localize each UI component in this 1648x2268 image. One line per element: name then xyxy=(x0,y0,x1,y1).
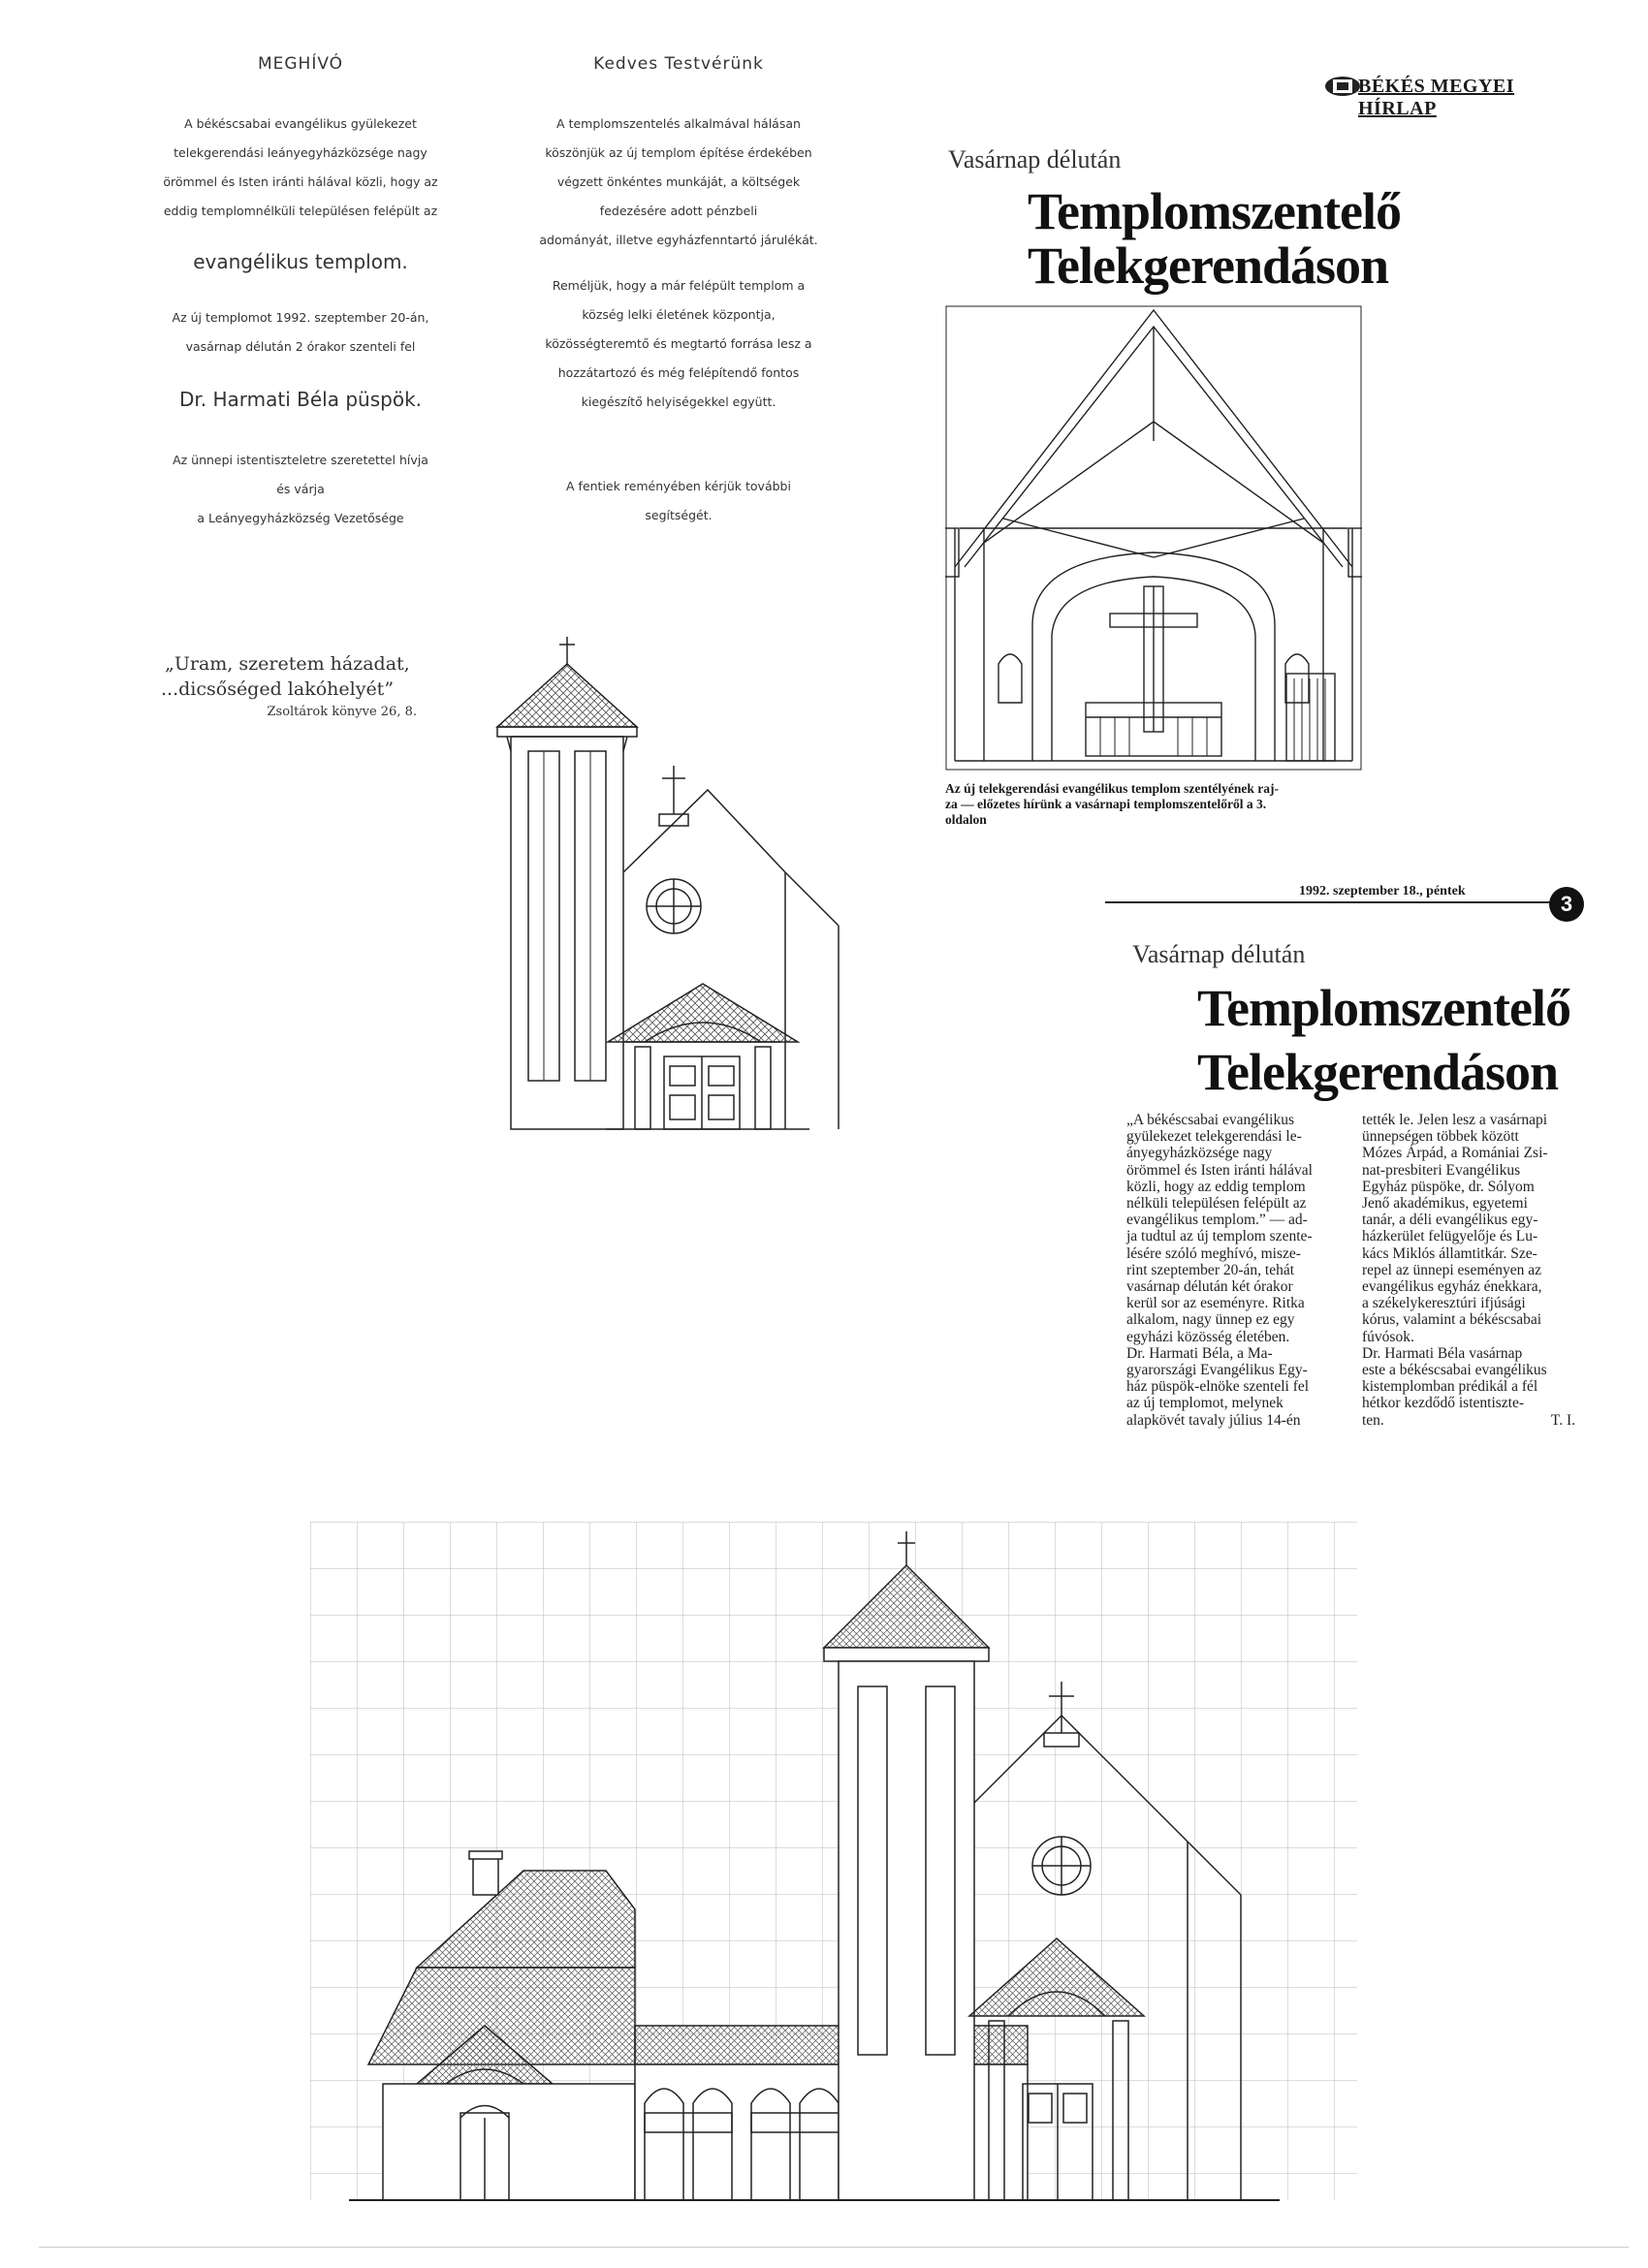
column-line: gyülekezet telekgerendási le- xyxy=(1126,1128,1302,1146)
column-line: evangélikus templom.” — ad- xyxy=(1126,1212,1308,1229)
invitation-title: MEGHÍVÓ xyxy=(257,54,344,74)
article-signature: T. I. xyxy=(1550,1411,1575,1429)
column-line: este a békéscsabai evangélikus xyxy=(1362,1362,1547,1379)
column-line: Dr. Harmati Béla, a Ma- xyxy=(1126,1344,1273,1362)
column-line: Egyház püspöke, dr. Sólyom xyxy=(1362,1178,1535,1195)
letter-line: adományát, illetve egyházfenntartó járul… xyxy=(539,233,818,247)
column-line: nat-presbiteri Evangélikus xyxy=(1362,1161,1521,1179)
column-line: egyházi közösség életében. xyxy=(1126,1328,1290,1345)
column-line: ja tudtul az új templom szente- xyxy=(1126,1228,1313,1245)
column-line: kórus, valamint a békéscsabai xyxy=(1362,1311,1542,1329)
caption-line: Az új telekgerendási evangélikus templom… xyxy=(945,781,1279,796)
letter-line: A templomszentelés alkalmával hálásan xyxy=(556,116,801,131)
letter-line: köszönjük az új templom építése érdekébe… xyxy=(545,145,812,160)
column-line: örömmel és Isten iránti hálával xyxy=(1126,1161,1313,1179)
masthead-title: BÉKÉS MEGYEI HÍRLAP xyxy=(1358,76,1515,119)
letter-line: hozzátartozó és még felépítendő fontos xyxy=(557,365,800,380)
letter-line: kiegészítő helyiségekkel együtt. xyxy=(581,394,776,409)
letter-line: közösségteremtő és megtartó forrása lesz… xyxy=(545,336,812,351)
column-line: kistemplomban prédikál a fél xyxy=(1362,1378,1538,1396)
invitation-church: evangélikus templom. xyxy=(193,250,408,273)
column-line: evangélikus egyház énekkara, xyxy=(1362,1278,1542,1296)
column-line: ház püspök-elnöke szenteli fel xyxy=(1126,1378,1310,1396)
quote-line: ...dicsőséged lakóhelyét” xyxy=(161,678,395,700)
letter-line: község lelki életének központja, xyxy=(582,307,776,322)
letter-paragraph-1: A templomszentelés alkalmával hálásan kö… xyxy=(504,110,853,255)
column-line: közli, hogy az eddig templom xyxy=(1126,1178,1306,1195)
news1-headline-1: Templomszentelő xyxy=(1028,182,1402,240)
invitation-line: telekgerendási leányegyházközsége nagy xyxy=(174,145,428,160)
letter-line: Reméljük, hogy a már felépült templom a xyxy=(552,278,806,293)
news1-caption: Az új telekgerendási evangélikus templom… xyxy=(945,781,1401,828)
news1-subtitle: Vasárnap délután xyxy=(948,145,1122,173)
letter-line: A fentiek reményében kérjük további xyxy=(566,479,791,493)
letter-line: segítségét. xyxy=(645,508,713,522)
column-line: nélküli településen felépült az xyxy=(1126,1195,1307,1213)
scan-edge-line xyxy=(39,2247,1629,2248)
news2-date: 1992. szeptember 18., péntek xyxy=(1299,884,1466,898)
news2-rule xyxy=(1105,901,1551,903)
column-line: alkalom, nagy ünnep ez egy xyxy=(1126,1311,1295,1329)
quote-line: „Uram, szeretem házadat, xyxy=(165,653,410,675)
invitation-line: örömmel és Isten iránti hálával közli, h… xyxy=(163,174,438,189)
page-number-badge: 3 xyxy=(1549,887,1584,922)
quote-reference: Zsoltárok könyve 26, 8. xyxy=(267,705,417,719)
invitation-line: eddig templomnélküli településen felépül… xyxy=(163,204,438,218)
column-line: gyarországi Evangélikus Egy- xyxy=(1126,1362,1308,1379)
coat-of-arms-icon xyxy=(1325,77,1360,96)
letter-paragraph-2: Reméljük, hogy a már felépült templom a … xyxy=(504,271,853,417)
letter-line: végzett önkéntes munkáját, a költségek xyxy=(556,174,801,189)
psalm-quote: „Uram, szeretem házadat, ...dicsőséged l… xyxy=(136,651,427,723)
invitation-date: Az új templomot 1992. szeptember 20-án, … xyxy=(97,303,504,362)
letter-line: fedezésére adott pénzbeli xyxy=(599,204,758,218)
column-line: hétkor kezdődő istentiszte- xyxy=(1362,1395,1525,1412)
column-line: a székelykeresztúri ifjúsági xyxy=(1362,1295,1526,1312)
column-line: kács Miklós államtitkár. Sze- xyxy=(1362,1244,1537,1262)
sanctuary-drawing xyxy=(945,305,1362,771)
caption-line: za — előzetes hírünk a vasárnapi templom… xyxy=(945,797,1267,811)
caption-line: oldalon xyxy=(945,812,987,827)
church-front-drawing xyxy=(495,637,840,1130)
invitation-closing-line: és várja xyxy=(276,482,325,496)
column-line: az új templomot, melynek xyxy=(1126,1395,1284,1412)
news2-column-1: „A békéscsabai evangélikus gyülekezet te… xyxy=(1126,1112,1347,1429)
letter-title: Kedves Testvérünk xyxy=(593,54,764,74)
news2-headline-1: Templomszentelő xyxy=(1197,979,1571,1037)
column-line: ten. xyxy=(1362,1411,1384,1429)
column-line: ányegyházközsége nagy xyxy=(1126,1145,1273,1162)
masthead: BÉKÉS MEGYEI HÍRLAP xyxy=(1323,70,1546,119)
column-line: tanár, a déli evangélikus egy- xyxy=(1362,1212,1538,1229)
news2-column-2: tették le. Jelen lesz a vasárnapi ünneps… xyxy=(1362,1112,1575,1429)
invitation-line: A békéscsabai evangélikus gyülekezet xyxy=(184,116,417,131)
invitation-date-line: vasárnap délután 2 órakor szenteli fel xyxy=(185,339,416,354)
column-line: lésére szóló meghívó, misze- xyxy=(1126,1244,1301,1262)
column-line: Jenő akadémikus, egyetemi xyxy=(1362,1195,1528,1213)
column-line: alapkövét tavaly július 14-én xyxy=(1126,1411,1301,1429)
column-line: házkerület felügyelője és Lu- xyxy=(1362,1228,1538,1245)
church-side-elevation-drawing xyxy=(310,1522,1357,2201)
column-line: kerül sor az eseményre. Ritka xyxy=(1126,1295,1305,1312)
column-line: Mózes Árpád, a Romániai Zsi- xyxy=(1362,1145,1548,1162)
news2-subtitle: Vasárnap délután xyxy=(1132,940,1306,968)
column-last-line: ten. T. I. xyxy=(1362,1412,1575,1429)
invitation-closing-line: Az ünnepi istentiszteletre szeretettel h… xyxy=(173,453,428,467)
column-line: fúvósok. xyxy=(1362,1328,1414,1345)
invitation-date-line: Az új templomot 1992. szeptember 20-án, xyxy=(172,310,429,325)
letter-paragraph-3: A fentiek reményében kérjük további segí… xyxy=(504,472,853,530)
invitation-body: A békéscsabai evangélikus gyülekezet tel… xyxy=(97,110,504,226)
column-line: tették le. Jelen lesz a vasárnapi xyxy=(1362,1112,1548,1128)
news2-headline-2: Telekgerendáson xyxy=(1197,1043,1559,1101)
column-line: rint szeptember 20-án, tehát xyxy=(1126,1261,1295,1278)
invitation-closing: Az ünnepi istentiszteletre szeretettel h… xyxy=(97,446,504,533)
invitation-bishop: Dr. Harmati Béla püspök. xyxy=(178,388,423,411)
column-line: repel az ünnepi eseményen az xyxy=(1362,1261,1542,1278)
column-line: ünnepségen többek között xyxy=(1362,1128,1519,1146)
invitation-closing-line: a Leányegyházközség Vezetősége xyxy=(197,511,404,525)
column-line: vasárnap délután két órakor xyxy=(1126,1278,1293,1296)
news1-headline-2: Telekgerendáson xyxy=(1028,236,1389,295)
column-line: Dr. Harmati Béla vasárnap xyxy=(1362,1344,1523,1362)
column-line: „A békéscsabai evangélikus xyxy=(1126,1112,1295,1128)
